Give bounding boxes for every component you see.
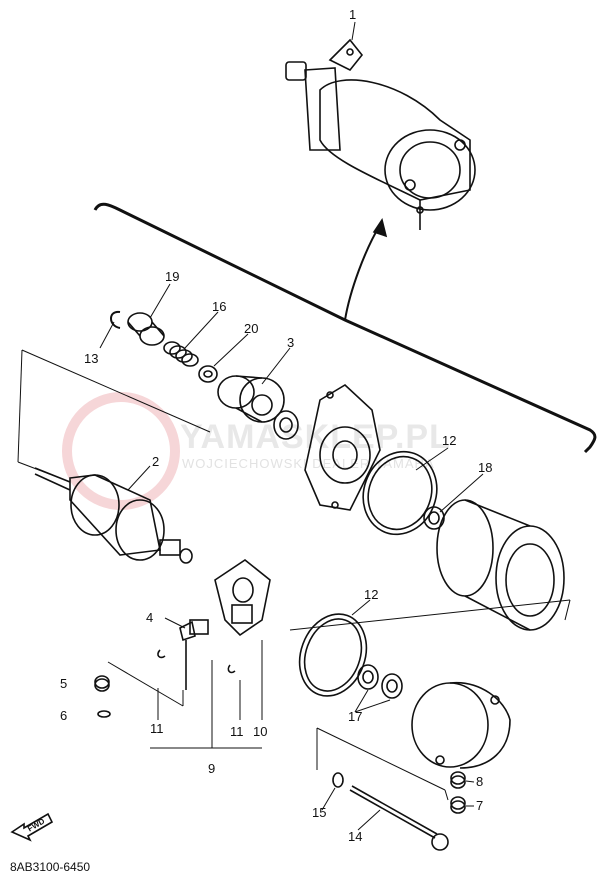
callout-9: 9 [208,761,216,776]
diagram-code: 8AB3100-6450 [10,860,91,874]
callout-2: 2 [152,454,160,469]
callout-7: 7 [476,798,484,813]
rear-cover [411,681,511,769]
front-housing [304,384,381,511]
part-4-terminal [179,620,196,690]
callout-12-upper: 12 [442,433,457,448]
fwd-arrow-icon: FWD [10,812,54,842]
callout-11-left: 11 [150,721,164,736]
callout-6: 6 [60,708,68,723]
part-1-starter-motor [285,38,476,230]
part-5-nut [94,675,110,692]
callout-10: 10 [253,724,268,739]
callout-16: 16 [212,299,227,314]
callout-19: 19 [165,269,180,284]
callout-20: 20 [244,321,259,336]
callout-3: 3 [287,335,295,350]
yoke-housing [436,499,565,631]
assembly-bracket [93,202,597,454]
callout-15: 15 [312,805,327,820]
callout-18: 18 [478,460,493,475]
callout-14: 14 [348,829,363,844]
part-3-pinion-gear [217,375,285,423]
part-8-nut [450,771,466,789]
part-7-nut [450,796,466,814]
callout-1: 1 [349,7,357,22]
part-11-lead-wire [157,649,166,659]
part-6-washer [97,710,111,718]
callout-8: 8 [476,774,484,789]
part-15-washer [332,772,344,788]
brush-plate [189,559,271,637]
part-13-circlip [110,310,121,329]
part-12-o-ring-upper [362,450,438,536]
callout-5: 5 [60,676,68,691]
callout-11-right: 11 [230,724,244,739]
part-2-armature [34,467,193,564]
callout-13: 13 [84,351,99,366]
watermark-logo [62,392,180,510]
part-14-long-bolt [349,785,449,851]
callout-4: 4 [146,610,154,625]
callout-17: 17 [348,709,363,724]
part-17-washers [357,664,403,699]
part-20-washer [198,365,218,383]
part-16-spring [163,341,199,367]
part-19-collar [127,312,165,346]
callout-12-lower: 12 [364,587,379,602]
